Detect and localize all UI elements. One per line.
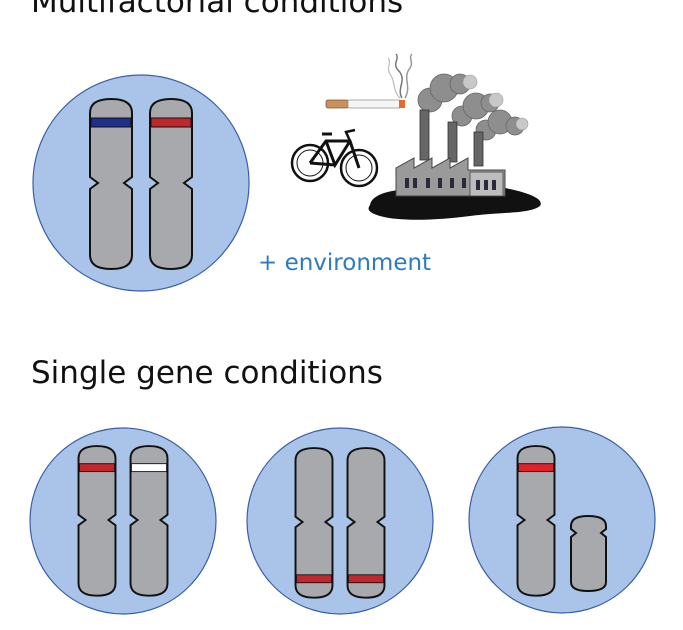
allele-band-red: [295, 574, 333, 584]
allele-band-white: [130, 463, 168, 473]
chromosome-right: [346, 447, 386, 599]
environment-label: + environment: [258, 250, 432, 276]
factory-icon: [368, 73, 541, 220]
chromosome-right: [149, 98, 193, 270]
chromosome-left: [294, 447, 334, 599]
chromosome-left: [77, 445, 117, 597]
allele-band-red: [517, 463, 555, 473]
chromosome-x: [516, 445, 556, 597]
allele-band-red: [347, 574, 385, 584]
cell-circle: [29, 427, 217, 615]
multifactorial-cell: [32, 74, 250, 292]
allele-band-red: [78, 463, 116, 473]
single-gene-heading: Single gene conditions: [31, 355, 383, 391]
cell-circle: [246, 427, 434, 615]
chromosome-left: [89, 98, 133, 270]
single-gene-cell-1: [29, 427, 217, 615]
allele-band-red: [150, 117, 192, 128]
cell-circle: [32, 74, 250, 292]
cigarette-icon: [325, 53, 413, 109]
allele-band-blue: [90, 117, 132, 128]
multifactorial-heading: Multifactorial conditions: [31, 0, 404, 20]
cell-circle: [468, 426, 656, 614]
single-gene-cell-3: [468, 426, 656, 614]
single-gene-cell-2: [246, 427, 434, 615]
chromosome-y: [570, 514, 607, 593]
bicycle-icon: [290, 128, 379, 188]
chromosome-right: [129, 445, 169, 597]
